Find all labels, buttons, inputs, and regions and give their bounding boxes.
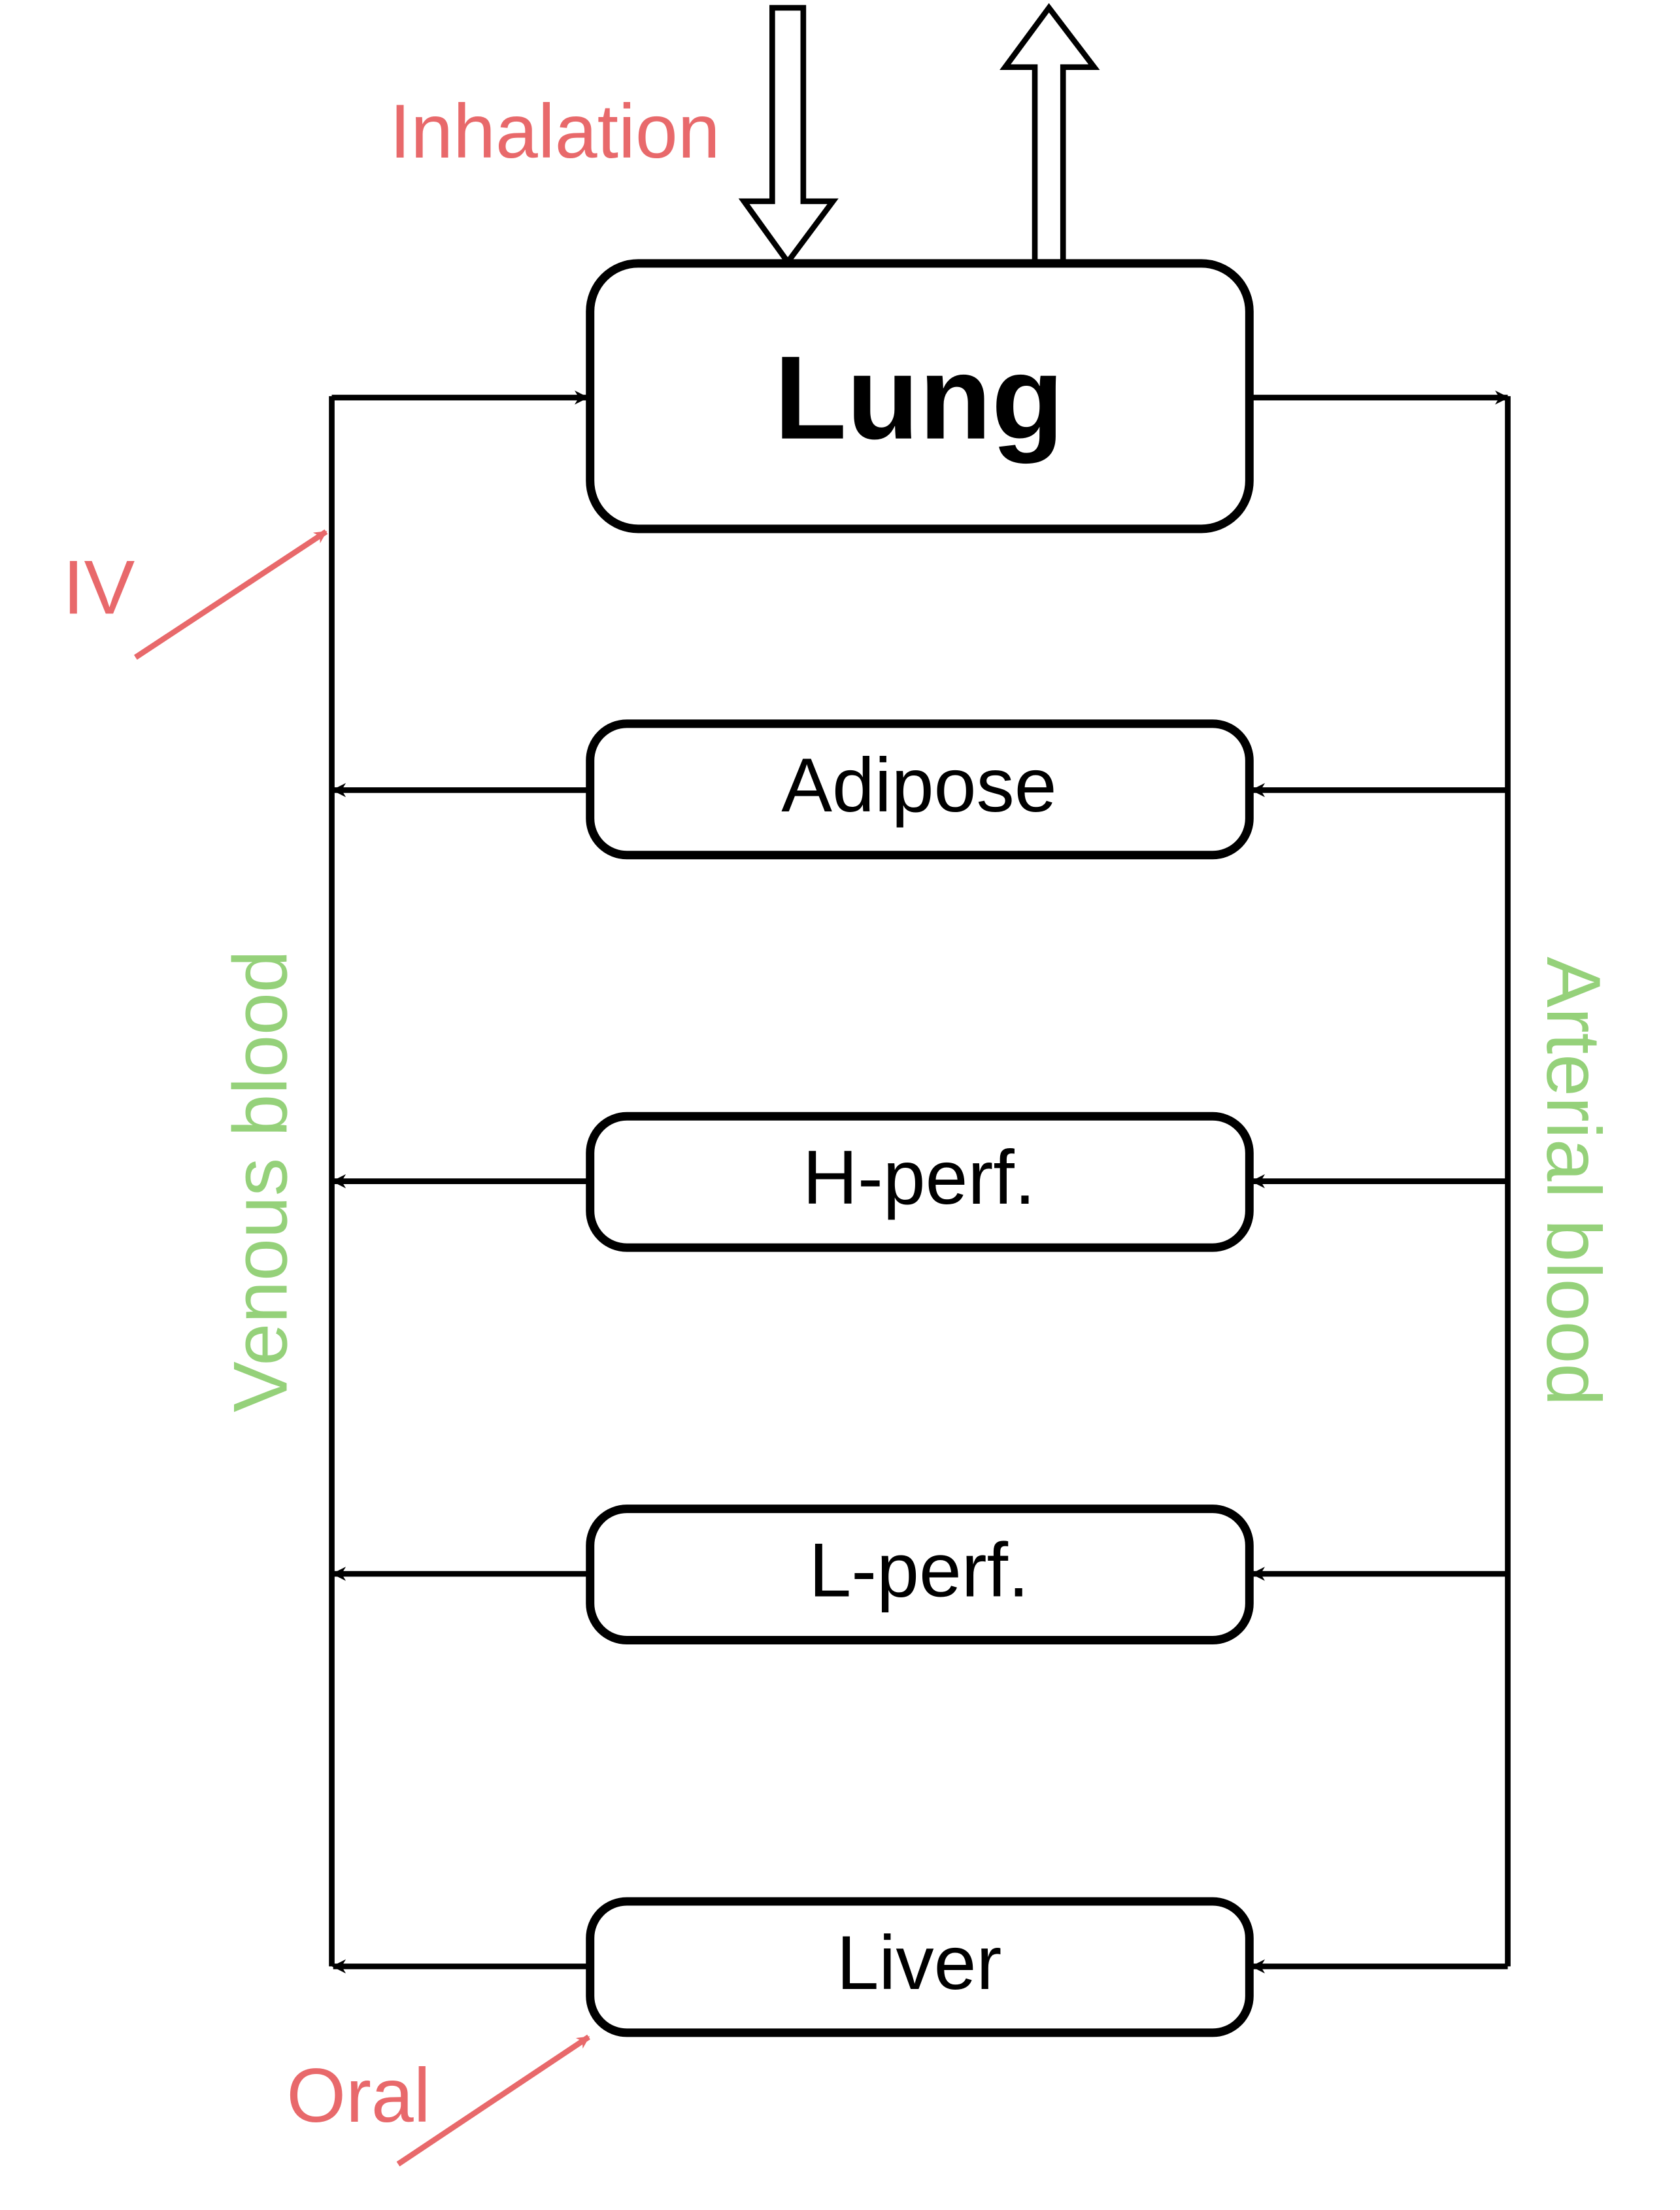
arterial-blood-label: Arterial blood: [1531, 957, 1617, 1406]
liver-label: Liver: [837, 1920, 1002, 2005]
iv-label: IV: [63, 544, 135, 630]
iv-arrow: [133, 529, 328, 660]
hperf-label: H-perf.: [803, 1134, 1035, 1220]
inhalation-arrow-icon: [738, 5, 839, 267]
hperf-box: [586, 1112, 1254, 1252]
lperf-box: [586, 1504, 1254, 1644]
oral-label: Oral: [286, 2052, 430, 2138]
exhalation-arrow-icon: [1000, 3, 1100, 265]
lung-label: Lung: [774, 332, 1064, 464]
lung-box: [586, 259, 1254, 534]
inhalation-label: Inhalation: [390, 88, 720, 174]
venous-blood-label: Venous blood: [217, 950, 303, 1412]
lperf-label: L-perf.: [809, 1527, 1029, 1613]
adipose-box: [586, 719, 1254, 860]
adipose-label: Adipose: [781, 742, 1056, 828]
oral-arrow: [396, 2034, 590, 2167]
liver-box: [586, 1897, 1254, 2037]
